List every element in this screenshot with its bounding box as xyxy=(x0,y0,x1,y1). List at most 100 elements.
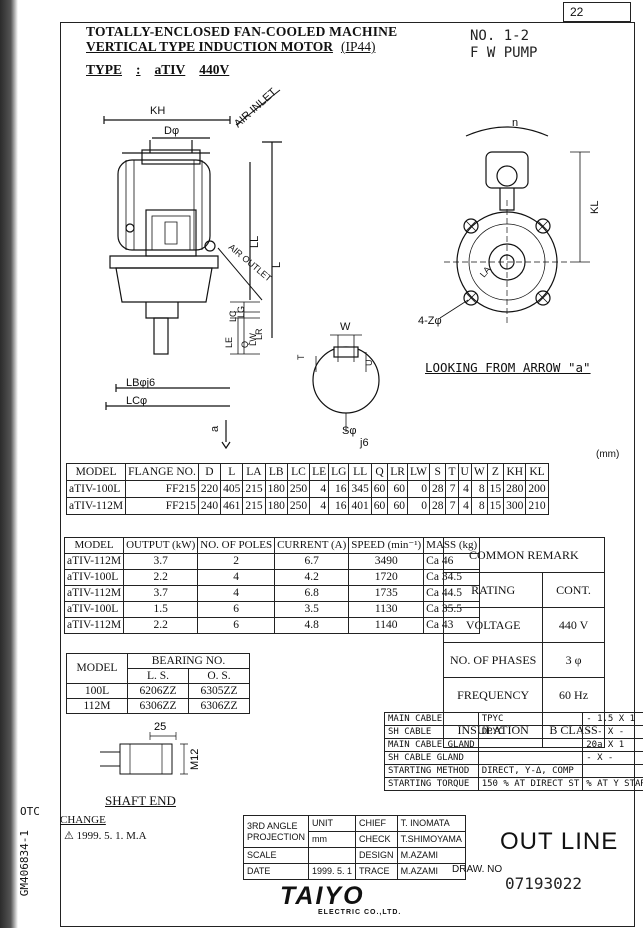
header-line1: TOTALLY-ENCLOSED FAN-COOLED MACHINE xyxy=(86,24,398,39)
rating-cell: 1720 xyxy=(348,569,425,586)
label-l: L xyxy=(271,262,283,268)
cable-cell: TPYC xyxy=(477,712,584,726)
dimension-cell: 7 xyxy=(445,480,459,498)
rating-cell: 4.2 xyxy=(274,569,350,586)
dimension-cell: 401 xyxy=(348,497,372,515)
bearing-model-header: MODEL xyxy=(66,653,128,684)
page-number: 22 xyxy=(563,2,631,22)
draw-no-label: DRAW. NO xyxy=(452,864,503,875)
label-la: LA xyxy=(478,264,493,279)
rating-cell: 6.8 xyxy=(274,585,350,602)
rating-cell: aTIV-100L xyxy=(63,569,125,586)
date-label: DATE xyxy=(243,863,309,880)
bearing-cell: 6305ZZ xyxy=(188,683,250,699)
rating-header: NO. OF POLES xyxy=(197,537,276,554)
unit-value: mm xyxy=(307,831,357,848)
dimension-header: KH xyxy=(503,463,527,481)
dimension-cell: 200 xyxy=(525,480,549,498)
cable-cell: - - X - xyxy=(582,725,643,739)
dimension-header: FLANGE NO. xyxy=(125,463,199,481)
dimension-cell: 7 xyxy=(445,497,459,515)
rating-cell: 1140 xyxy=(348,617,425,634)
dimension-cell: 250 xyxy=(286,480,311,498)
label-s: Sφ xyxy=(342,425,356,437)
dimension-header: MODEL xyxy=(65,463,127,481)
bearing-group-header: BEARING NO. xyxy=(127,653,250,669)
shaft-end-title: SHAFT END xyxy=(105,793,176,808)
check-label: CHECK xyxy=(355,831,398,848)
label-t: T xyxy=(296,354,306,360)
dimension-cell: 4 xyxy=(309,497,330,515)
draw-no: 07193022 xyxy=(505,874,583,893)
dimension-cell: 4 xyxy=(457,480,472,498)
shaft-dim-m12: M12 xyxy=(189,749,201,770)
remark-cell: NO. OF PHASES xyxy=(442,642,544,678)
rating-cell: 1130 xyxy=(348,601,425,618)
date-value: 1999. 5. 1 xyxy=(307,863,357,880)
cable-cell xyxy=(477,751,584,765)
rating-cell: 4.8 xyxy=(274,617,350,634)
cable-cell: - 1.5 X 1 xyxy=(582,712,643,726)
label-kl: KL xyxy=(589,201,601,214)
dimension-cell: aTIV-112M xyxy=(65,497,127,515)
cable-cell: SH CABLE xyxy=(384,725,479,739)
dimension-cell: 220 xyxy=(197,480,222,498)
label-lb: LBφj6 xyxy=(126,377,155,389)
rating-cell: aTIV-100L xyxy=(63,601,125,618)
remark-cell: 440 V xyxy=(542,607,605,643)
label-lr: LR xyxy=(254,328,264,340)
label-lw: LW xyxy=(248,333,258,346)
dimension-header: T xyxy=(445,463,459,481)
dimension-header: W xyxy=(470,463,488,481)
label-z: 4-Zφ xyxy=(418,315,442,327)
bearing-cell: 6206ZZ xyxy=(127,683,189,699)
dimension-cell: 8 xyxy=(470,480,488,498)
common-remark-title: COMMON REMARK xyxy=(443,537,605,573)
dimension-cell: 210 xyxy=(525,497,549,515)
rating-cell: 4 xyxy=(197,569,276,586)
cable-cell: STARTING TORQUE xyxy=(384,777,479,791)
rating-cell: 2 xyxy=(197,553,276,570)
company-name: ELECTRIC CO.,LTD. xyxy=(318,909,402,916)
cable-cell: SH CABLE GLAND xyxy=(384,751,479,765)
dimension-cell: 60 xyxy=(387,480,408,498)
dimension-header: U xyxy=(457,463,472,481)
projection: 3RD ANGLE PROJECTION xyxy=(243,815,309,848)
dimension-header: LA xyxy=(242,463,266,481)
outline-drawing: KH Dφ AIR INLET AIR OUTLET LL L LG LC Q … xyxy=(103,86,601,450)
cable-cell xyxy=(477,738,584,752)
dimension-cell: 215 xyxy=(242,480,266,498)
dimension-cell: 280 xyxy=(503,480,527,498)
bearing-cell: 112M xyxy=(66,698,128,714)
shaft-end-detail: 25 M12 xyxy=(100,721,201,775)
dimension-cell: 4 xyxy=(309,480,330,498)
header-line2: VERTICAL TYPE INDUCTION MOTOR(IP44) xyxy=(86,39,375,54)
dimension-cell: 405 xyxy=(220,480,244,498)
rating-header: OUTPUT (kW) xyxy=(123,537,199,554)
cable-cell: 150 % AT DIRECT ST xyxy=(477,777,584,791)
label-a: a xyxy=(209,425,221,432)
bearing-cell: 100L xyxy=(66,683,128,699)
dimension-header: Z xyxy=(486,463,505,481)
dimension-cell: 215 xyxy=(242,497,266,515)
label-le: LE xyxy=(224,337,234,348)
application: F W PUMP xyxy=(470,45,538,61)
label-u: U xyxy=(364,360,374,367)
label-lc-small: LC xyxy=(228,310,238,322)
dimension-cell: 8 xyxy=(470,497,488,515)
change-entry: ⚠ 1999. 5. 1. M.A xyxy=(64,830,147,842)
dimension-header: L xyxy=(220,463,244,481)
rating-header: SPEED (min⁻¹) xyxy=(348,537,425,554)
remark-cell: CONT. xyxy=(542,572,605,608)
dimension-cell: 60 xyxy=(387,497,408,515)
dimension-header: LC xyxy=(286,463,311,481)
